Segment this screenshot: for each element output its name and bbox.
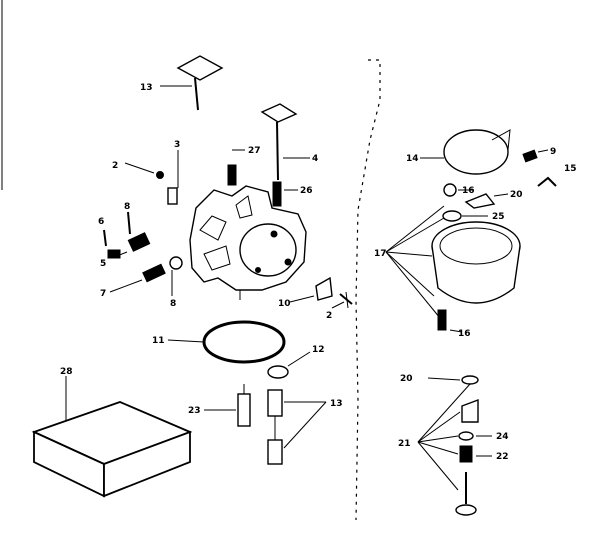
callout-13-top: 13 bbox=[140, 83, 153, 93]
idle-screw-part bbox=[103, 229, 128, 259]
callout-14: 14 bbox=[406, 154, 419, 164]
float-bowl bbox=[431, 221, 521, 304]
callout-21: 21 bbox=[398, 439, 411, 449]
callout-16-lower: 16 bbox=[458, 329, 471, 339]
float-leaders bbox=[385, 205, 445, 319]
washer-part bbox=[267, 351, 311, 379]
needle-valve-part bbox=[127, 211, 151, 252]
dashed-separator bbox=[355, 59, 381, 521]
bowl-fasteners bbox=[455, 398, 492, 516]
bowl-bracket-part bbox=[537, 176, 557, 187]
callout-28: 28 bbox=[60, 367, 73, 377]
callout-labels: 13 2 3 27 4 26 6 8 5 7 8 10 2 11 12 23 1… bbox=[60, 83, 577, 462]
throttle-plate-shaft bbox=[260, 103, 310, 181]
callout-6: 6 bbox=[98, 217, 104, 227]
callout-2-lower: 2 bbox=[326, 311, 332, 321]
callout-15: 15 bbox=[564, 164, 577, 174]
callout-16-top: 16 bbox=[462, 186, 475, 196]
callout-20-lower: 20 bbox=[400, 374, 413, 384]
callout-5: 5 bbox=[100, 259, 106, 269]
small-screw-part bbox=[124, 162, 164, 179]
lower-screw-part bbox=[331, 291, 353, 309]
callout-9: 9 bbox=[550, 147, 556, 157]
nozzle-part bbox=[204, 384, 251, 427]
callout-3: 3 bbox=[174, 140, 180, 150]
callout-27: 27 bbox=[248, 146, 261, 156]
gasket-kit-box bbox=[31, 376, 193, 498]
callout-2-top: 2 bbox=[112, 161, 118, 171]
float-hinge-part bbox=[437, 309, 463, 333]
bracket-part bbox=[289, 276, 333, 303]
callout-11: 11 bbox=[152, 336, 165, 346]
carburetor-body bbox=[189, 185, 307, 300]
spring-part bbox=[227, 149, 245, 186]
throttle-spring-part bbox=[272, 181, 298, 207]
callout-26: 26 bbox=[300, 186, 313, 196]
callout-17: 17 bbox=[374, 249, 387, 259]
gasket-part bbox=[167, 320, 286, 364]
callout-8-lower: 8 bbox=[170, 299, 176, 309]
callout-25: 25 bbox=[492, 212, 505, 222]
fastener-leaders bbox=[417, 383, 471, 491]
callout-22: 22 bbox=[496, 452, 509, 462]
callout-13-lower: 13 bbox=[330, 399, 343, 409]
choke-shaft-part bbox=[167, 150, 179, 205]
gasket-ring-part bbox=[442, 210, 488, 222]
callout-24: 24 bbox=[496, 432, 509, 442]
callout-7: 7 bbox=[100, 289, 106, 299]
float-valve-part bbox=[267, 389, 327, 465]
callout-10: 10 bbox=[278, 299, 291, 309]
callout-8-top: 8 bbox=[124, 202, 130, 212]
mixture-screw-part bbox=[109, 256, 183, 296]
callout-12: 12 bbox=[312, 345, 325, 355]
choke-plate bbox=[160, 55, 224, 111]
bowl-gasket-part bbox=[427, 375, 479, 385]
callout-4: 4 bbox=[312, 154, 318, 164]
inlet-needle-part bbox=[443, 183, 474, 197]
callout-20-top: 20 bbox=[510, 190, 523, 200]
float-pin-part bbox=[522, 149, 549, 163]
callout-23: 23 bbox=[188, 406, 201, 416]
bowl-lid-part bbox=[420, 129, 511, 175]
seat-part bbox=[464, 193, 509, 209]
